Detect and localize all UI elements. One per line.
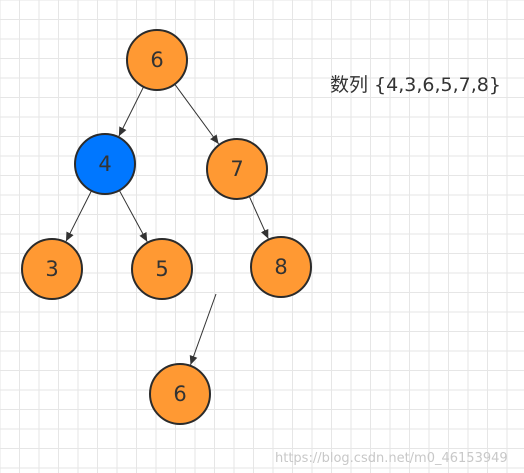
tree-node-left: 4 <box>74 133 136 195</box>
tree-node-left-right: 5 <box>131 238 193 300</box>
node-label: 6 <box>173 382 186 406</box>
edge-arrow-root-to-left <box>118 86 145 137</box>
tree-node-left-left: 3 <box>21 238 83 300</box>
edge-arrow-root-to-right <box>174 83 220 145</box>
node-circle <box>131 238 193 300</box>
node-circle <box>250 236 312 298</box>
node-circle <box>149 363 211 425</box>
node-label: 5 <box>155 257 168 281</box>
watermark-text: https://blog.csdn.net/m0_46153949 <box>275 451 508 466</box>
edge-arrow-right-to-right-right <box>248 196 269 239</box>
tree-node-right: 7 <box>206 138 268 200</box>
edge-arrow-left-to-left-left <box>65 190 92 242</box>
sequence-caption: 数列 {4,3,6,5,7,8} <box>330 74 501 96</box>
node-circle <box>206 138 268 200</box>
tree-node-right-right: 8 <box>250 236 312 298</box>
edge-arrow-left-to-left-right <box>118 190 148 242</box>
edge-layer <box>65 83 269 366</box>
node-circle <box>21 238 83 300</box>
node-circle <box>74 133 136 195</box>
edge-arrow-floating-to-new <box>189 293 217 366</box>
node-label: 8 <box>274 255 287 279</box>
node-label: 7 <box>230 157 243 181</box>
node-label: 4 <box>98 152 111 176</box>
node-label: 3 <box>45 257 58 281</box>
tree-node-new: 6 <box>149 363 211 425</box>
node-circle <box>126 29 188 91</box>
tree-node-root: 6 <box>126 29 188 91</box>
node-label: 6 <box>150 48 163 72</box>
node-layer: 6 4 7 3 5 8 6 <box>21 29 312 425</box>
